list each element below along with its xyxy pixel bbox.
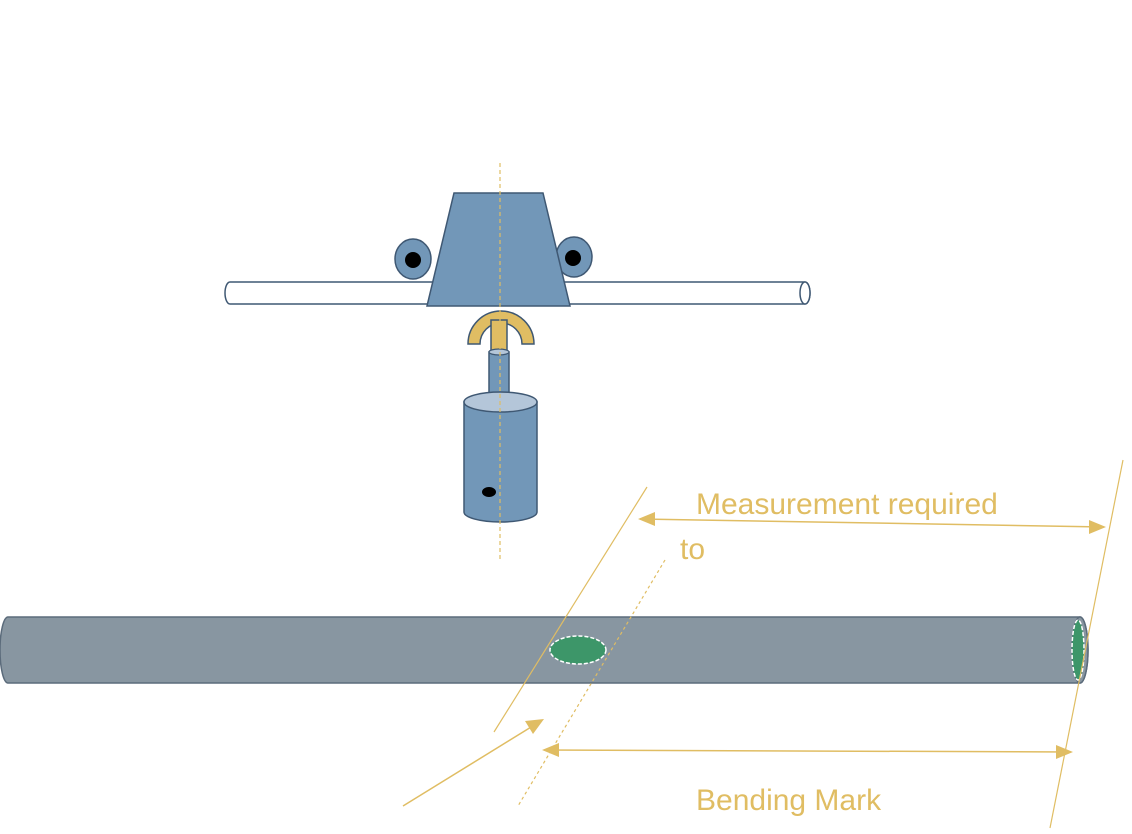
pipe-icon (0, 616, 1089, 684)
pointer-arrow (402, 719, 544, 807)
bending-mark-label: Bending Mark (696, 784, 882, 817)
green-mark-icon (549, 635, 607, 665)
right-roller-icon (555, 236, 593, 278)
pipe-end-mark-icon (1071, 619, 1085, 681)
hydraulic-ram-icon (463, 391, 538, 523)
measurement-label: Measurement required (696, 488, 998, 521)
trapezoid-die-icon (426, 192, 571, 307)
measurement-label-line2: to (680, 533, 705, 566)
ram-rod (488, 348, 510, 403)
gold-hook-icon (467, 310, 535, 352)
measurement-arrow (638, 512, 1106, 534)
bending-mark-arrow (542, 743, 1073, 759)
pipe-bender-assembly (224, 163, 811, 560)
left-roller-icon (394, 238, 432, 280)
measurement-guides (493, 459, 1124, 829)
